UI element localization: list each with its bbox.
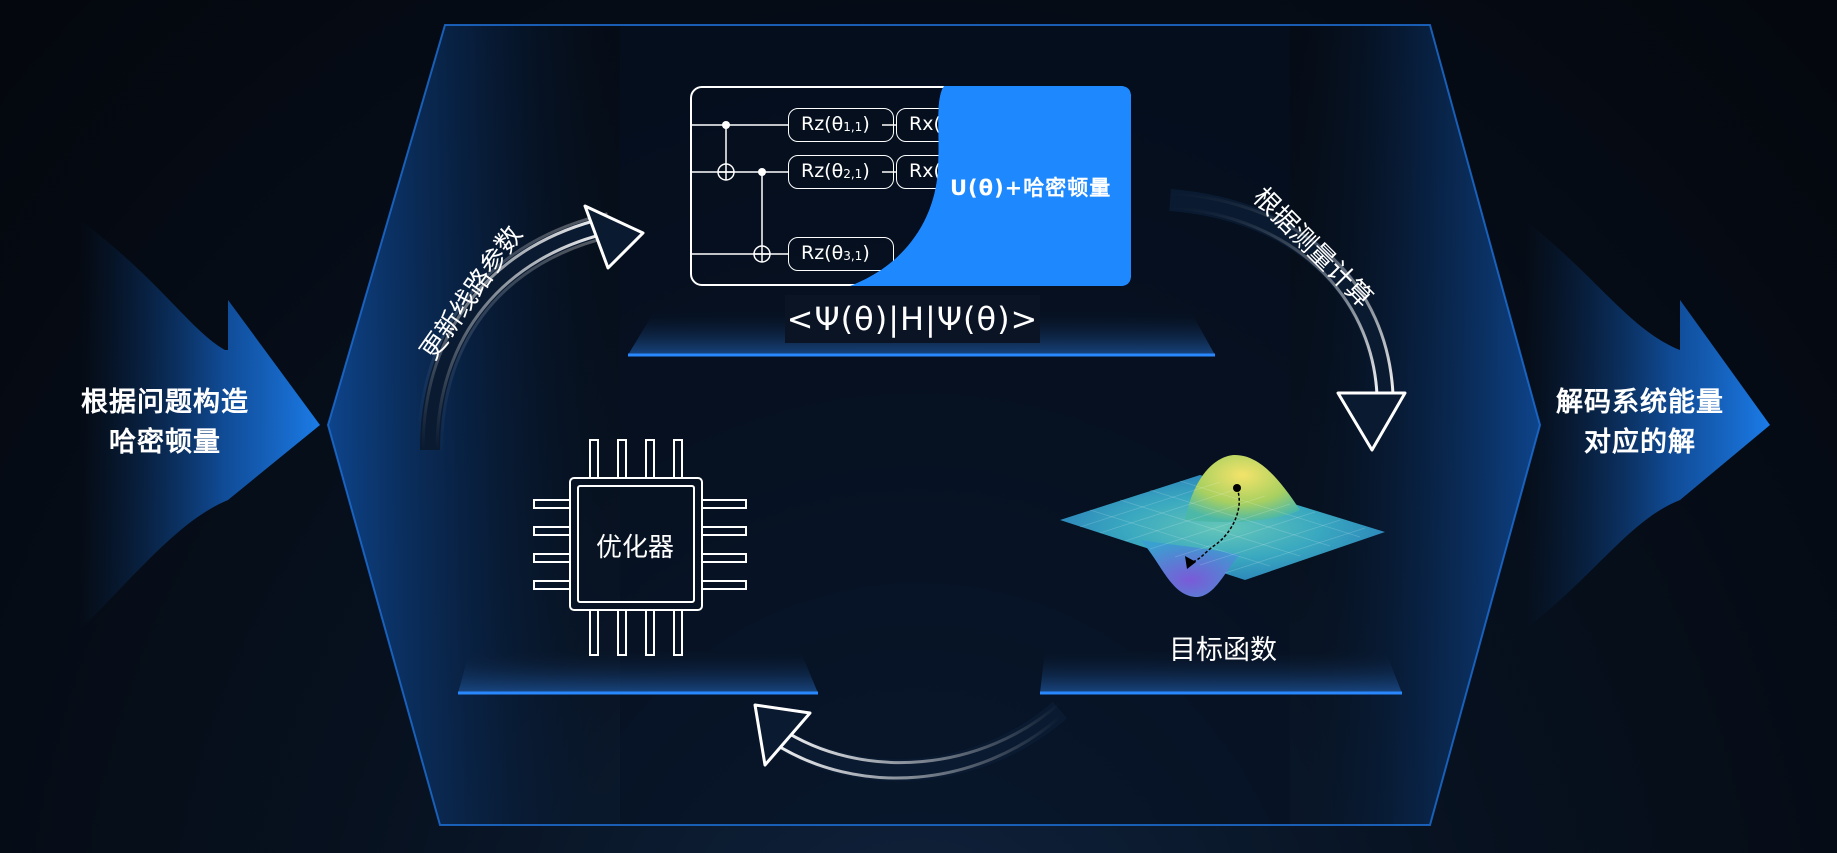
circuit-overlay-label: U(θ)+哈密顿量 bbox=[950, 176, 1112, 200]
center-panel-outline bbox=[326, 24, 1542, 826]
center-panel-left bbox=[328, 25, 620, 825]
stage-bottom-right bbox=[1040, 650, 1402, 693]
left-label: 根据问题构造 哈密顿量 bbox=[70, 383, 260, 463]
gate-rz-3-1: Rz(θ3,1) bbox=[788, 237, 894, 271]
right-label-line2: 对应的解 bbox=[1584, 427, 1696, 458]
optimizer-label: 优化器 bbox=[595, 533, 674, 563]
chip-icon bbox=[533, 439, 747, 656]
gate-rz-2-1: Rz(θ2,1) bbox=[788, 155, 894, 189]
compute-arrow bbox=[1169, 189, 1407, 452]
stage-bottom-left bbox=[458, 650, 818, 693]
expectation-value: <Ψ(θ)|H|Ψ(θ)> bbox=[785, 295, 1040, 343]
right-label: 解码系统能量 对应的解 bbox=[1545, 383, 1735, 463]
update-params-arrow bbox=[417, 204, 645, 451]
objective-label: 目标函数 bbox=[1169, 635, 1277, 666]
left-fan-arrow bbox=[80, 220, 320, 630]
left-label-line2: 哈密顿量 bbox=[109, 427, 221, 458]
right-fan-arrow bbox=[1525, 220, 1770, 630]
energy-surface-plot bbox=[1060, 455, 1385, 598]
center-panel-right bbox=[1290, 25, 1540, 825]
gate-rx-1: Rx( bbox=[896, 108, 966, 142]
right-label-line1: 解码系统能量 bbox=[1556, 387, 1724, 418]
left-label-line1: 根据问题构造 bbox=[81, 387, 249, 418]
feedback-arrow bbox=[753, 701, 1068, 782]
gate-rz-1-1: Rz(θ1,1) bbox=[788, 108, 894, 142]
